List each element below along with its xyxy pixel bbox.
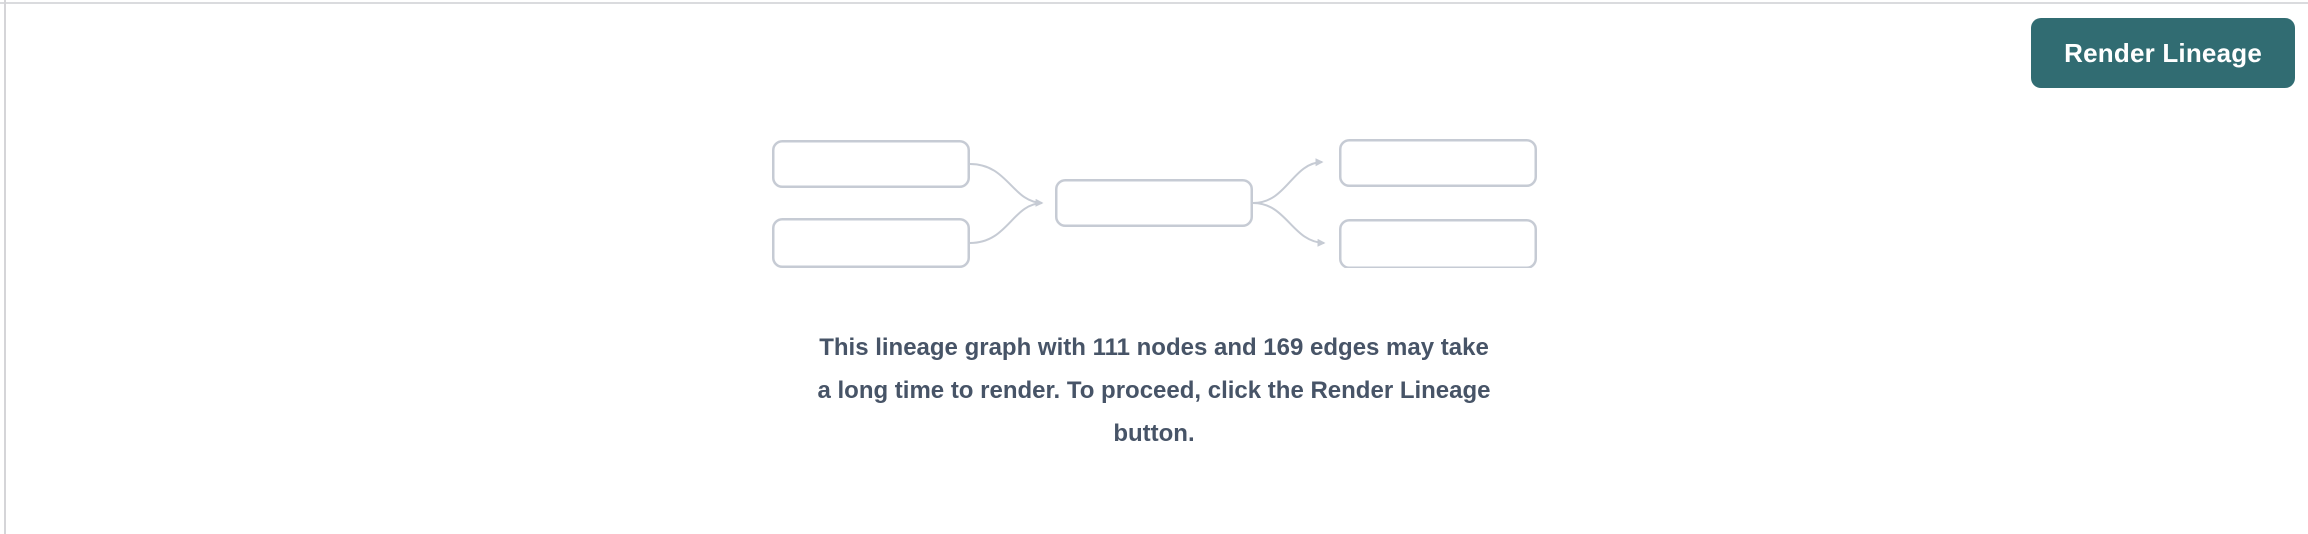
message-line-3: button. <box>1113 420 1195 447</box>
placeholder-node <box>771 218 970 268</box>
render-lineage-button[interactable]: Render Lineage <box>2031 18 2295 88</box>
placeholder-edges <box>969 158 1325 247</box>
placeholder-edge <box>1252 158 1323 204</box>
lineage-empty-state: This lineage graph with 111 nodes and 16… <box>704 139 1604 455</box>
pane-left-divider <box>4 0 6 534</box>
pane-top-divider <box>0 2 2308 4</box>
placeholder-nodes <box>771 139 1537 268</box>
placeholder-node <box>1054 179 1253 227</box>
placeholder-edge <box>969 163 1043 207</box>
placeholder-node <box>1338 219 1537 268</box>
render-warning-message: This lineage graph with 111 nodes and 16… <box>704 326 1604 455</box>
placeholder-edge <box>969 202 1042 244</box>
lineage-graph-placeholder-icon <box>771 139 1537 268</box>
placeholder-edge <box>1252 202 1325 247</box>
message-line-1: This lineage graph with 111 nodes and 16… <box>819 334 1489 361</box>
message-line-2: a long time to render. To proceed, click… <box>817 377 1491 404</box>
placeholder-node <box>771 140 970 188</box>
placeholder-node <box>1338 139 1537 187</box>
